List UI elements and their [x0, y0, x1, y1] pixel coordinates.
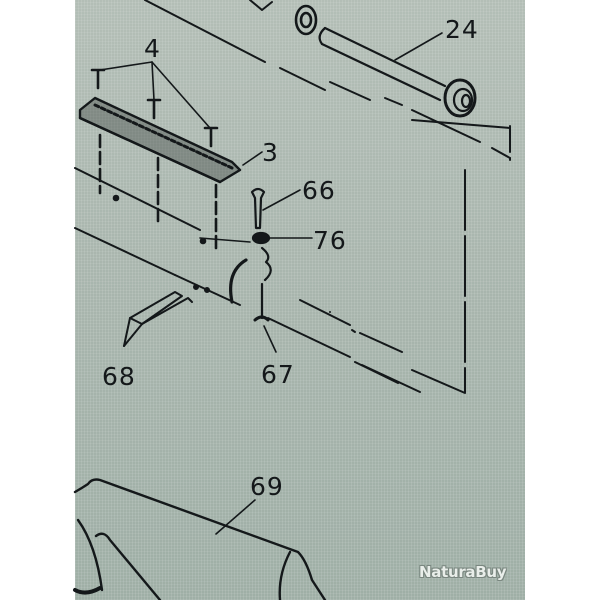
rail-3 [78, 96, 263, 184]
callout-4: 4 [144, 34, 161, 63]
receiver-outline [74, 0, 511, 394]
callout-69: 69 [250, 472, 284, 501]
stock-69 [73, 478, 327, 600]
insert-68 [123, 284, 210, 347]
pin-assembly [199, 187, 313, 353]
callout-76: 76 [313, 226, 347, 255]
washer-top [249, 0, 318, 36]
callout-67: 67 [261, 360, 295, 389]
rod-24 [318, 26, 477, 118]
callout-3: 3 [262, 138, 279, 167]
callout-66: 66 [302, 176, 336, 205]
naturabuy-watermark: NaturaBuy [419, 563, 507, 581]
callout-24: 24 [445, 15, 479, 44]
callout-68: 68 [102, 362, 136, 391]
